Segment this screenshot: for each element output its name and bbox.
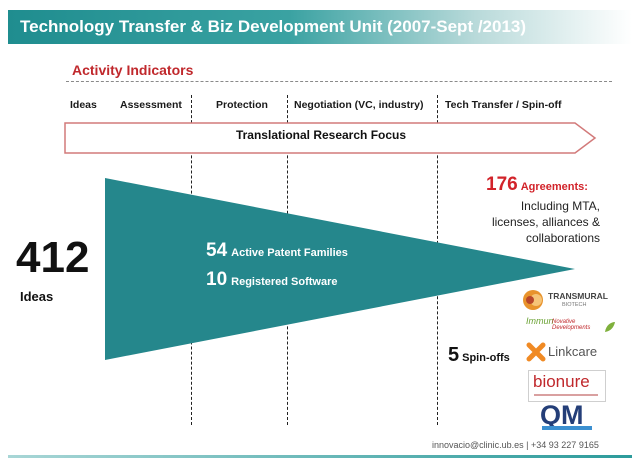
linkcare-mark-icon <box>526 342 546 362</box>
section-heading: Activity Indicators <box>72 62 194 78</box>
bionure-logo: bionure <box>528 370 606 402</box>
ideas-label: Ideas <box>20 289 54 304</box>
title-bar: Technology Transfer & Biz Development Un… <box>8 10 632 44</box>
section-divider <box>66 81 612 82</box>
stage-tech-transfer: Tech Transfer / Spin-off <box>445 99 562 111</box>
immunnovative-logo: Immun Novative Developments <box>526 315 616 339</box>
agreements-detail-line: licenses, alliances & <box>491 215 600 229</box>
ideas-count: 412 <box>16 233 90 282</box>
linkcare-name: Linkcare <box>548 344 598 359</box>
transmural-sub: BIOTECH <box>562 302 587 308</box>
qm-logo: QM <box>540 400 600 434</box>
bionure-tagline <box>534 394 598 396</box>
spinoffs-label: Spin-offs <box>462 352 510 364</box>
footer-bar <box>8 455 632 458</box>
stage-assessment: Assessment <box>120 99 182 111</box>
agreements-detail-line: collaborations <box>525 231 600 245</box>
page-title: Technology Transfer & Biz Development Un… <box>20 17 527 36</box>
transmural-name: TRANSMURAL <box>548 291 608 301</box>
research-focus-arrow <box>64 122 597 154</box>
agreements-count: 176 <box>486 174 518 195</box>
linkcare-logo: Linkcare <box>526 342 616 364</box>
spinoffs-count: 5 <box>448 344 460 366</box>
transmural-logo: TRANSMURAL BIOTECH <box>522 288 612 314</box>
stage-protection: Protection <box>216 99 268 111</box>
contact-info: innovacio@clinic.ub.es | +34 93 227 9165 <box>432 440 599 450</box>
agreements-detail: Including MTA, licenses, alliances & col… <box>458 198 600 246</box>
immun-text: Immun <box>526 316 554 326</box>
bionure-name: bionure <box>533 372 590 391</box>
software-label: Registered Software <box>231 276 338 288</box>
research-focus-label: Translational Research Focus <box>235 128 407 142</box>
patents-label: Active Patent Families <box>231 247 348 259</box>
patents-count: 54 <box>206 240 228 261</box>
transmural-mark-icon <box>523 290 543 310</box>
stage-negotiation: Negotiation (VC, industry) <box>294 99 424 111</box>
agreements-detail-line: Including MTA, <box>520 199 600 213</box>
agreements-label: Agreements: <box>520 181 588 193</box>
qm-underline <box>542 426 592 430</box>
leaf-icon <box>605 322 615 332</box>
qm-name: QM <box>540 400 584 430</box>
stage-ideas: Ideas <box>70 99 97 111</box>
funnel-shape <box>105 178 575 360</box>
novative-text: Novative Developments <box>552 319 591 331</box>
software-count: 10 <box>206 269 228 290</box>
